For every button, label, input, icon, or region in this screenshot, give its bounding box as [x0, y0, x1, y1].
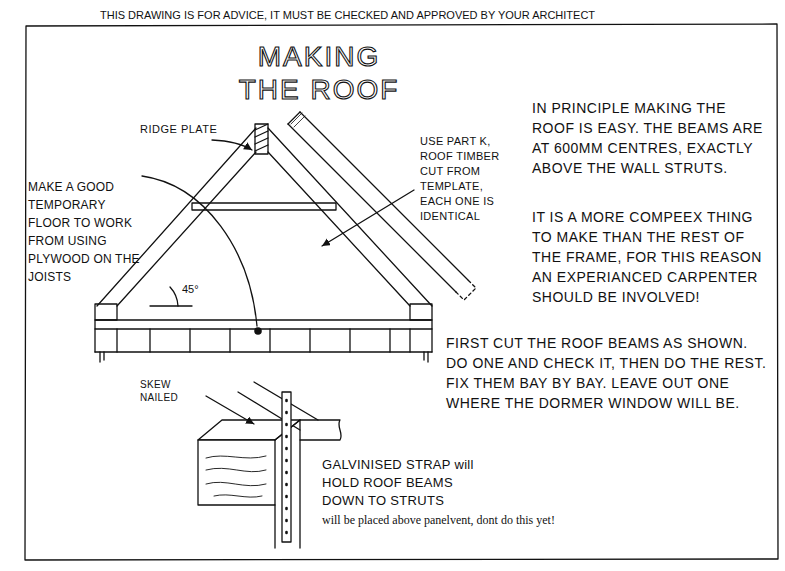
angle-label: 45° — [182, 282, 199, 296]
galvanised-strap — [282, 392, 291, 542]
strap-holes — [285, 400, 288, 533]
callout-note: MAKE A GOOD TEMPORARY FLOOR TO WORK FROM… — [28, 178, 140, 286]
part-k-arrow — [322, 190, 414, 246]
collar-tie — [192, 203, 336, 210]
angle-base — [150, 305, 192, 306]
rafter-left — [117, 152, 256, 306]
wall-plate — [95, 304, 117, 320]
wall-stub — [100, 352, 428, 362]
ridge-hatch — [255, 124, 268, 151]
ridge-arrow — [212, 140, 252, 150]
instruction-text: IT IS A MORE COMPEEX THING TO MAKE THAN … — [532, 207, 768, 307]
block-front — [198, 440, 275, 505]
timber-piece — [288, 124, 456, 292]
rafter-right — [268, 128, 432, 306]
wood-grain — [206, 456, 266, 497]
disclaimer-note: THIS DRAWING IS FOR ADVICE, IT MUST BE C… — [100, 9, 595, 22]
title: MAKING THE ROOF — [233, 40, 405, 106]
callout-note: will be placed above panelvent, dont do … — [322, 513, 555, 528]
leader-line — [142, 176, 257, 326]
ridge-plate — [255, 124, 268, 154]
plywood-floor — [95, 320, 432, 329]
leader-dot — [254, 327, 262, 335]
timber-hatch — [291, 113, 305, 127]
timber-cut-end — [288, 112, 300, 124]
part-label: RIDGE PLATE — [140, 122, 217, 136]
angle-arc — [170, 287, 178, 306]
instruction-text: FIRST CUT THE ROOF BEAMS AS SHOWN. DO ON… — [446, 333, 771, 413]
wall-plate — [410, 304, 432, 320]
joists — [95, 329, 432, 352]
callout-note: GALVINISED STRAP will HOLD ROOF BEAMS DO… — [322, 456, 497, 510]
skew-arrow — [206, 396, 254, 424]
timber-dashed-end — [456, 280, 476, 300]
sheet-border — [25, 24, 778, 560]
beam-detail — [300, 420, 341, 440]
callout-note: USE PART K, ROOF TIMBER CUT FROM TEMPLAT… — [420, 134, 516, 224]
joist-line — [95, 351, 432, 352]
part-label: SKEW NAILED — [140, 378, 208, 404]
instruction-text: IN PRINCIPLE MAKING THE ROOF IS EASY. TH… — [532, 98, 768, 178]
